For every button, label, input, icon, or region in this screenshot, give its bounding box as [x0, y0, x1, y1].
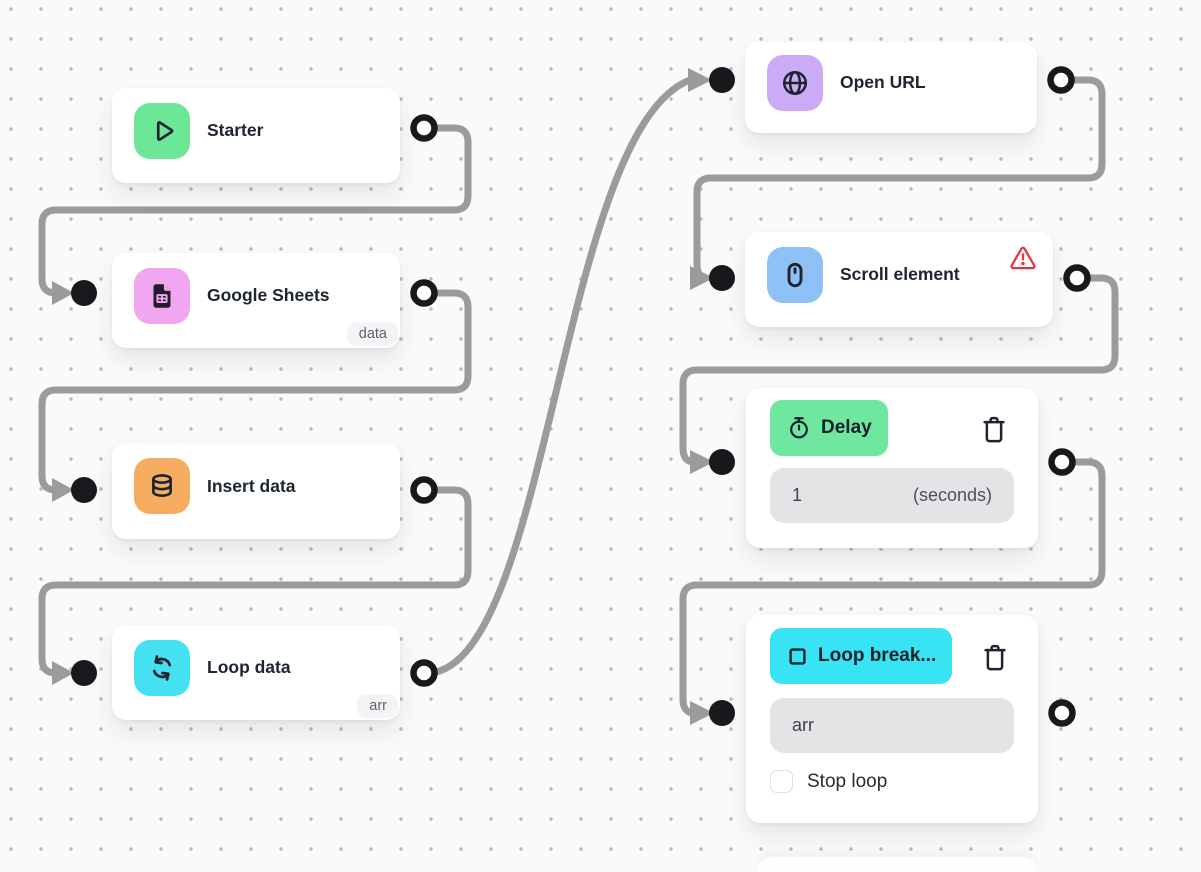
stop-square-icon — [786, 645, 809, 668]
delete-node-button[interactable] — [980, 641, 1010, 673]
edge-open-url-scroll-element[interactable] — [693, 76, 1106, 282]
node-open-url[interactable]: Open URL — [745, 42, 1037, 133]
input-port[interactable] — [71, 477, 97, 503]
node-title: Loop break... — [818, 645, 937, 666]
node-header-pill: Delay — [770, 400, 888, 456]
input-port[interactable] — [709, 700, 735, 726]
delay-seconds-input[interactable]: 1 (seconds) — [770, 468, 1014, 523]
edge-insert-data-loop-data[interactable] — [38, 486, 472, 677]
edge-arrow — [690, 701, 714, 725]
input-port[interactable] — [71, 280, 97, 306]
field-value: arr — [792, 715, 814, 735]
edge-arrow — [690, 450, 714, 474]
edge-google-sheets-insert-data[interactable] — [38, 289, 472, 494]
node-title: Starter — [207, 120, 264, 140]
output-port[interactable] — [1048, 699, 1076, 727]
node-starter[interactable]: Starter — [112, 88, 400, 183]
input-port[interactable] — [71, 660, 97, 686]
stop-loop-label: Stop loop — [807, 770, 888, 792]
node-header-pill: Loop break... — [770, 628, 953, 684]
output-port[interactable] — [410, 659, 438, 687]
edge-arrow — [52, 661, 74, 685]
warning-icon — [1009, 244, 1037, 270]
output-port[interactable] — [1047, 66, 1075, 94]
edge-starter-google-sheets[interactable] — [38, 124, 472, 297]
edge-arrow — [690, 266, 714, 290]
play-icon — [134, 102, 190, 159]
partial-node-bottom[interactable] — [757, 857, 1038, 872]
globe-icon — [767, 54, 823, 111]
node-google-sheets[interactable]: Google Sheets data — [112, 253, 400, 348]
edge-arrow — [52, 281, 74, 305]
output-port[interactable] — [410, 279, 438, 307]
mouse-icon — [767, 246, 823, 303]
timer-icon — [786, 415, 812, 441]
edge-arrow — [52, 478, 74, 502]
node-insert-data[interactable]: Insert data — [112, 443, 400, 539]
delete-node-button[interactable] — [979, 413, 1009, 445]
loop-break-variable-input[interactable]: arr — [770, 698, 1014, 753]
spreadsheet-icon — [134, 267, 190, 324]
loop-icon — [134, 639, 190, 696]
edge-arrow — [688, 68, 712, 92]
field-suffix: (seconds) — [912, 485, 992, 505]
node-title: Loop data — [207, 657, 291, 677]
reference-badge: arr — [358, 695, 398, 718]
field-value: 1 — [792, 485, 803, 505]
node-title: Open URL — [840, 72, 926, 92]
input-port[interactable] — [709, 265, 735, 291]
node-title: Insert data — [207, 475, 296, 496]
node-delay[interactable]: Delay 1 (seconds) — [746, 388, 1038, 548]
edge-delay-loop-break[interactable] — [679, 458, 1106, 717]
database-icon — [134, 458, 190, 514]
edge-loop-data-open-url[interactable] — [429, 76, 692, 677]
node-scroll-element[interactable]: Scroll element — [745, 232, 1053, 327]
node-title: Delay — [821, 417, 872, 438]
output-port[interactable] — [1063, 264, 1091, 292]
input-port[interactable] — [709, 449, 735, 475]
input-port[interactable] — [709, 67, 735, 93]
node-title: Google Sheets — [207, 285, 330, 305]
output-port[interactable] — [410, 114, 438, 142]
node-title: Scroll element — [840, 264, 960, 284]
node-loop-break[interactable]: Loop break... arr Stop loop — [746, 615, 1038, 823]
output-port[interactable] — [1048, 448, 1076, 476]
stop-loop-checkbox[interactable] — [770, 770, 793, 793]
output-port[interactable] — [410, 476, 438, 504]
edge-scroll-element-delay[interactable] — [679, 274, 1119, 466]
reference-badge: data — [347, 323, 398, 346]
node-loop-data[interactable]: Loop data arr — [112, 625, 400, 720]
